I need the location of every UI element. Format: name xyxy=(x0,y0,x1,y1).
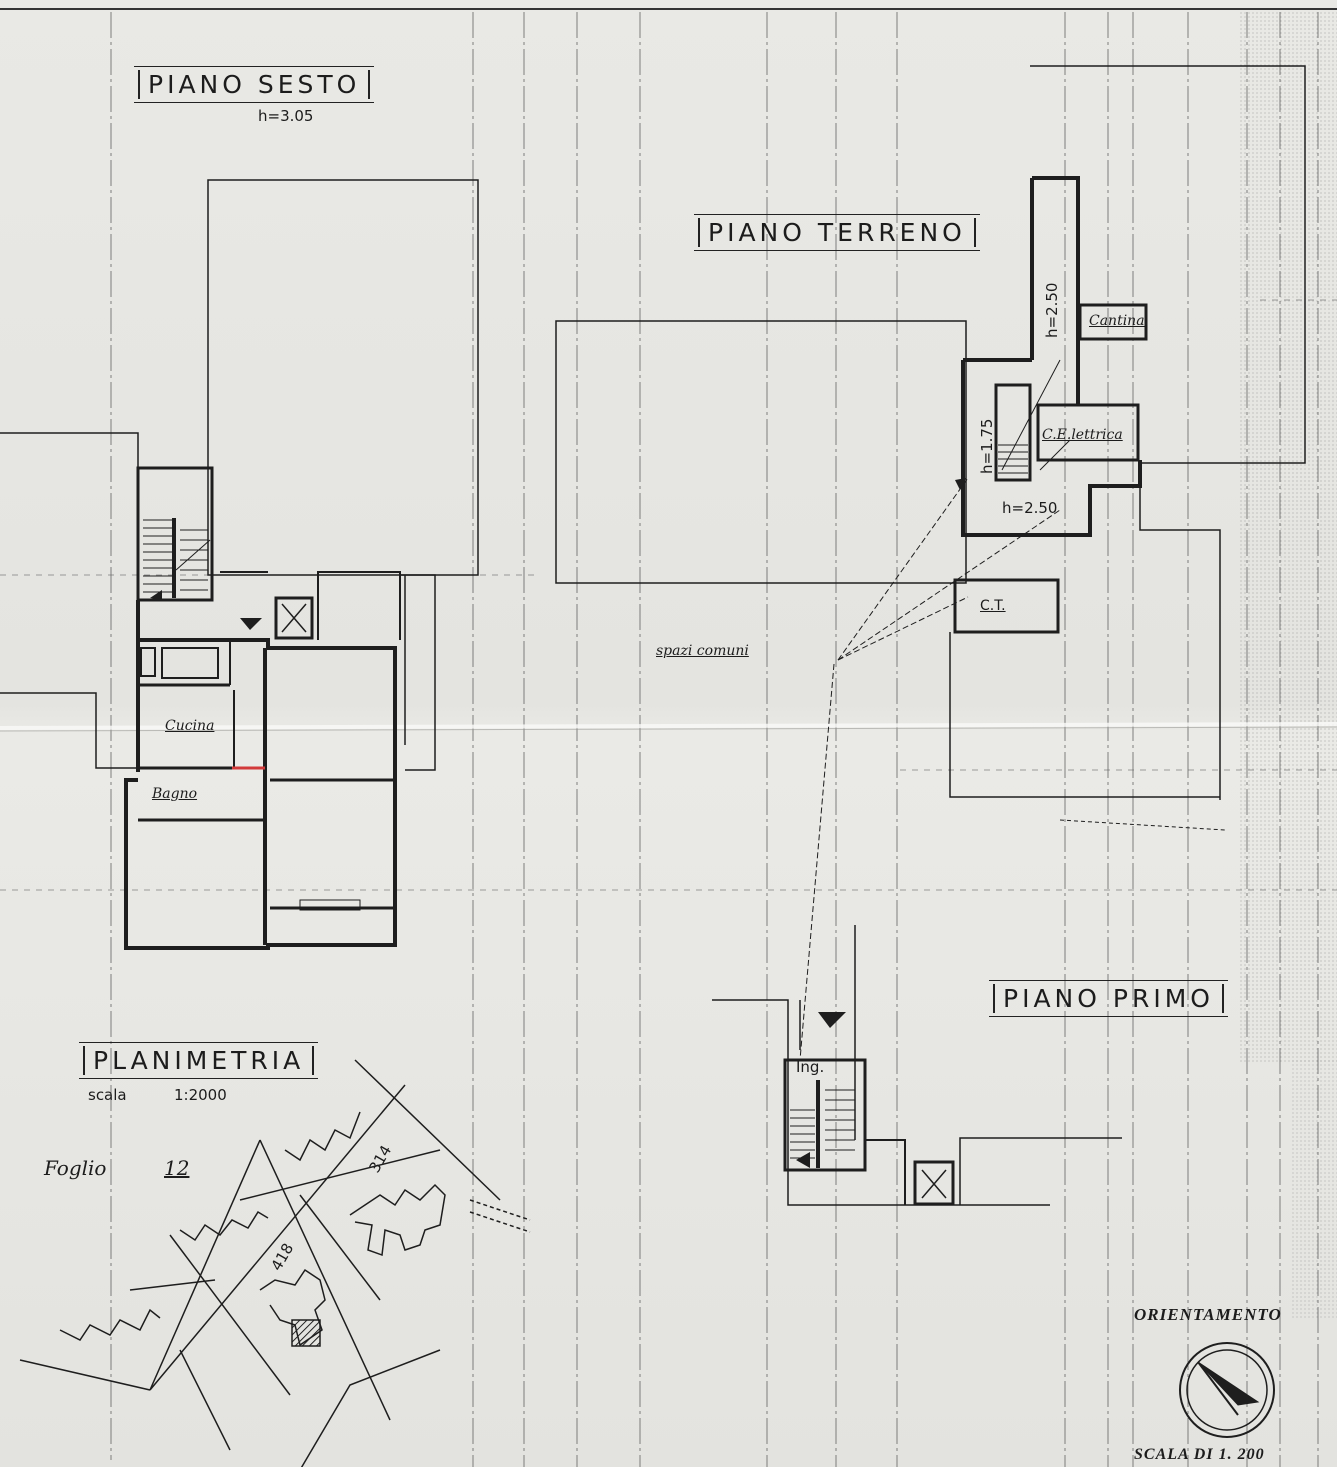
room-ct: C.T. xyxy=(980,598,1006,614)
piano-sesto-title: PIANO SESTO xyxy=(133,66,375,103)
terreno-height-lower: h=2.50 xyxy=(1002,499,1058,517)
room-bagno: Bagno xyxy=(152,786,198,802)
room-cantina: Cantina xyxy=(1089,313,1145,329)
site-map xyxy=(19,1059,531,1467)
orientamento-label: ORIENTAMENTO xyxy=(1134,1305,1282,1324)
piano-primo-plan xyxy=(712,925,1122,1206)
piano-primo-title: PIANO PRIMO xyxy=(989,980,1228,1017)
planimetria-title: PLANIMETRIA xyxy=(78,1042,319,1079)
terreno-height-stair: h=1.75 xyxy=(978,418,996,474)
label-spazi-comuni: spazi comuni xyxy=(656,643,749,659)
piano-sesto-plan xyxy=(0,179,479,950)
planimetria-scale-value: 1:2000 xyxy=(174,1086,227,1104)
piano-terreno-plan xyxy=(555,65,1306,1061)
piano-terreno-title: PIANO TERRENO xyxy=(694,214,980,251)
piano-sesto-height: h=3.05 xyxy=(258,107,314,125)
room-cucina: Cucina xyxy=(165,718,215,734)
foglio-value: 12 xyxy=(164,1156,190,1180)
north-arrow-compass xyxy=(1179,1342,1275,1438)
room-ingresso: Ing. xyxy=(796,1058,825,1076)
foglio-label: Foglio xyxy=(44,1156,107,1180)
scale-note: SCALA DI 1. 200 xyxy=(1134,1446,1265,1463)
terreno-height-corridor: h=2.50 xyxy=(1043,282,1061,338)
room-centrale-elettrica: C.E.lettrica xyxy=(1042,427,1123,443)
planimetria-scale-label: scala xyxy=(88,1086,127,1104)
